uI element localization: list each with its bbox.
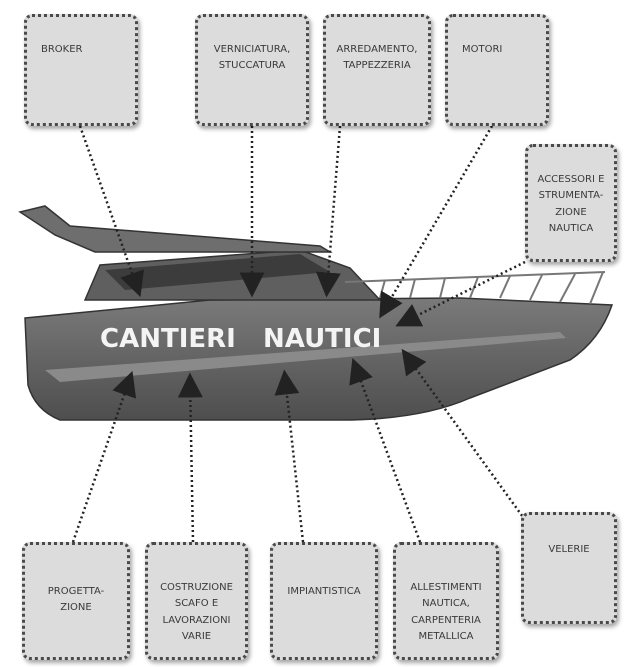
arrow-motori [379, 125, 494, 319]
arrow-broker [78, 125, 144, 298]
box-accessori: ACCESSORI E STRUMENTA- ZIONE NAUTICA [525, 144, 617, 262]
box-verniciatura: VERNICIATURA, STUCCATURA [195, 14, 309, 126]
box-motori-label: MOTORI [462, 43, 503, 55]
box-broker: BROKER [24, 14, 138, 126]
box-impiantistica: IMPIANTISTICA [270, 542, 378, 660]
arrow-allestimenti [349, 357, 422, 543]
box-costruzione: COSTRUZIONE SCAFO E LAVORAZIONI VARIE [145, 542, 248, 660]
arrow-costruzione [177, 372, 203, 543]
box-arredamento: ARREDAMENTO, TAPPEZZERIA [323, 14, 431, 126]
box-arredamento-label: ARREDAMENTO, TAPPEZZERIA [336, 43, 418, 72]
hull-stripe [45, 332, 566, 382]
box-accessori-label: ACCESSORI E STRUMENTA- ZIONE NAUTICA [537, 173, 605, 235]
box-motori: MOTORI [445, 14, 549, 126]
box-verniciatura-label: VERNICIATURA, STUCCATURA [213, 43, 291, 72]
diagram-title: CANTIERI NAUTICI [100, 324, 382, 354]
boat-windows [105, 254, 330, 290]
arrow-progettazione [71, 370, 137, 543]
box-costruzione-label: COSTRUZIONE SCAFO E LAVORAZIONI VARIE [160, 581, 233, 643]
box-progettazione-label: PROGETTA- ZIONE [47, 585, 105, 614]
box-velerie-label: VELERIE [548, 543, 590, 555]
box-velerie: VELERIE [521, 512, 617, 624]
box-progettazione: PROGETTA- ZIONE [22, 542, 130, 660]
boat-hardtop [18, 205, 333, 253]
box-allestimenti: ALLESTIMENTI NAUTICA, CARPENTERIA METALL… [393, 542, 499, 660]
box-impiantistica-label: IMPIANTISTICA [287, 585, 361, 597]
box-allestimenti-label: ALLESTIMENTI NAUTICA, CARPENTERIA METALL… [410, 581, 482, 643]
box-broker-label: BROKER [41, 43, 83, 55]
boat-railing [344, 271, 606, 305]
